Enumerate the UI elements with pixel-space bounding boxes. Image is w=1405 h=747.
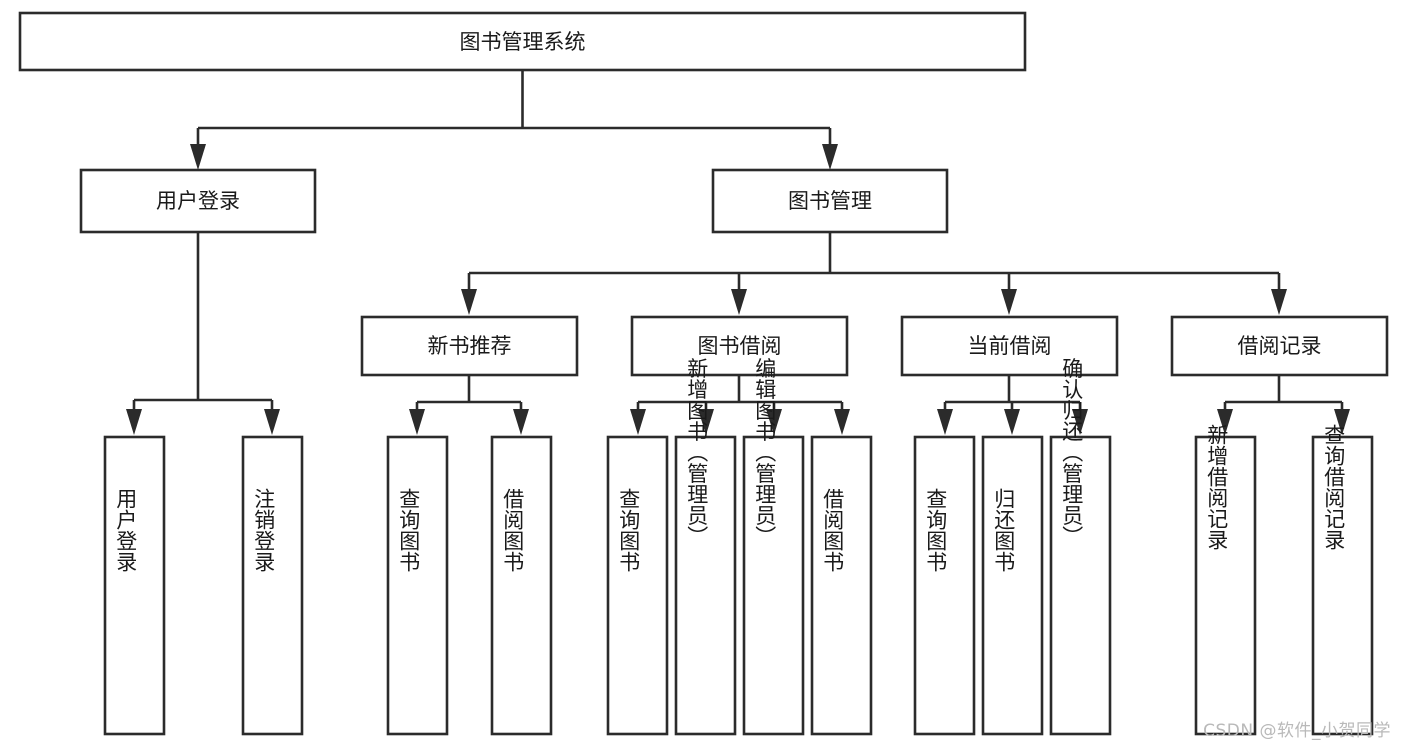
arrowhead-leaf-current-borrow-3 [1072,409,1088,435]
arrowhead-book-mgmt [822,144,838,170]
node-label: 借阅图书 [501,488,525,572]
node-box [1194,435,1257,736]
arrowhead-leaf-user-login-2 [264,409,280,435]
node-current-borrow[interactable]: 当前借阅 [900,315,1119,377]
node-box [360,315,579,377]
node-label: 查询借阅记录 [1322,424,1346,550]
node-box [913,435,976,736]
arrowhead-user-login [190,144,206,170]
node-label: 新增图书（管理员） [685,358,709,547]
node-leaf-new-book-borrow[interactable]: 借阅图书 [490,435,553,736]
node-leaf-book-borrow-edit[interactable]: 编辑图书（管理员） [742,358,805,736]
node-leaf-current-borrow-query[interactable]: 查询图书 [913,435,976,736]
arrowhead-leaf-book-borrow-3 [766,409,782,435]
node-leaf-new-book-query[interactable]: 查询图书 [386,435,449,736]
node-root-book-management-system[interactable]: 图书管理系统 [18,11,1027,72]
arrowhead-leaf-book-borrow-2 [698,409,714,435]
node-box [241,435,304,736]
node-box [630,315,849,377]
node-box [79,168,317,234]
arrowhead-leaf-current-borrow-1 [937,409,953,435]
node-label: 图书管理系统 [460,30,586,54]
node-box [490,435,553,736]
node-box [1170,315,1389,377]
node-new-book-recommend[interactable]: 新书推荐 [360,315,579,377]
node-box [1049,435,1112,736]
node-box [981,435,1044,736]
arrowhead-current-borrow [1001,289,1017,315]
arrowhead-leaf-borrow-record-1 [1217,409,1233,435]
node-label: 借阅图书 [821,488,845,572]
arrowhead-leaf-new-book-1 [409,409,425,435]
node-label: 查询图书 [924,488,948,572]
csdn-watermark: CSDN @软件_小贺同学 [1203,721,1391,741]
node-box [900,315,1119,377]
node-leaf-book-borrow-query[interactable]: 查询图书 [606,435,669,736]
edge-layer [126,70,1350,435]
node-label: 归还图书 [992,488,1016,572]
node-label: 确认归还（管理员） [1060,358,1084,547]
node-box [711,168,949,234]
node-label: 新书推荐 [428,334,512,358]
node-leaf-book-borrow-add[interactable]: 新增图书（管理员） [674,358,737,736]
arrowhead-leaf-book-borrow-1 [630,409,646,435]
node-label: 图书借阅 [698,334,782,358]
arrowhead-book-borrow [731,289,747,315]
node-leaf-user-login-login[interactable]: 用户登录 [103,435,166,736]
node-label: 查询图书 [617,488,641,572]
arrowhead-leaf-book-borrow-4 [834,409,850,435]
node-box [606,435,669,736]
node-label: 图书管理 [788,189,872,213]
node-box [674,435,737,736]
arrowhead-leaf-new-book-2 [513,409,529,435]
node-label: 查询图书 [397,488,421,572]
node-box [386,435,449,736]
arrowhead-leaf-user-login-1 [126,409,142,435]
node-book-borrow[interactable]: 图书借阅 [630,315,849,377]
node-box [103,435,166,736]
node-label: 当前借阅 [968,334,1052,358]
arrowhead-leaf-borrow-record-2 [1334,409,1350,435]
node-leaf-current-borrow-confirm[interactable]: 确认归还（管理员） [1049,358,1112,736]
node-label: 用户登录 [156,189,240,213]
arrowhead-leaf-current-borrow-2 [1004,409,1020,435]
node-leaf-current-borrow-return[interactable]: 归还图书 [981,435,1044,736]
node-label: 编辑图书（管理员） [753,358,777,547]
node-user-login[interactable]: 用户登录 [79,168,317,234]
node-borrow-record[interactable]: 借阅记录 [1170,315,1389,377]
node-leaf-book-borrow-borrow[interactable]: 借阅图书 [810,435,873,736]
node-book-management[interactable]: 图书管理 [711,168,949,234]
node-box [1311,435,1374,736]
node-label: 借阅记录 [1238,334,1322,358]
node-leaf-borrow-record-add[interactable]: 新增借阅记录 [1194,424,1257,736]
node-box [810,435,873,736]
arrowhead-borrow-record [1271,289,1287,315]
node-leaf-user-login-logout[interactable]: 注销登录 [241,435,304,736]
node-box [18,11,1027,72]
arrowhead-new-book [461,289,477,315]
node-leaf-borrow-record-query[interactable]: 查询借阅记录 [1311,424,1374,736]
node-label: 注销登录 [252,488,276,572]
node-box [742,435,805,736]
node-label: 新增借阅记录 [1205,424,1229,550]
node-label: 用户登录 [114,488,138,572]
